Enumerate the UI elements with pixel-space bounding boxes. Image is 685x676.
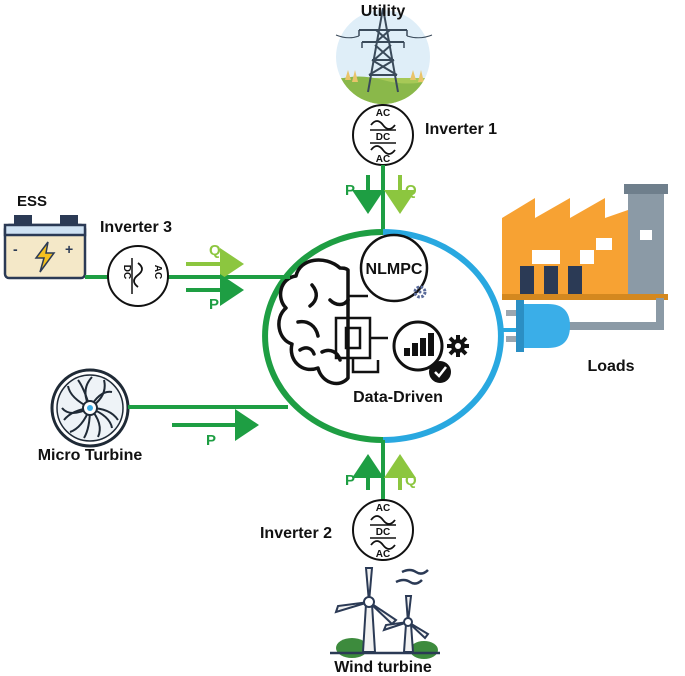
brain-icon [277,258,350,386]
inverter-1-label: Inverter 1 [425,121,497,138]
q-label-inverter-2: Q [405,472,417,489]
battery-plus: + [65,241,73,257]
p-label-inverter-1: P [345,182,355,199]
bus-ring-blue [382,229,504,443]
inverter-2-ac-bottom: AC [376,549,390,560]
p-label-inverter-3: P [209,296,219,313]
data-driven-label: Data-Driven [353,389,443,406]
utility-icon [335,7,433,104]
inverter-1-ac-top: AC [376,108,390,119]
inverter-2-dc: DC [376,527,390,538]
utility-label: Utility [361,3,406,20]
ess-label: ESS [17,193,47,210]
micro-turbine-label: Micro Turbine [38,447,143,464]
q-label-inverter-3: Q [209,242,221,259]
p-label-micro-turbine: P [206,432,216,449]
loads-label: Loads [587,358,634,375]
q-label-inverter-1: Q [405,182,417,199]
inverter-3-icon: DC AC [107,245,169,307]
inverter-2-icon: AC DC AC [352,499,414,561]
p-label-inverter-2: P [345,472,355,489]
inverter-1-ac-bottom: AC [376,154,390,165]
battery-icon: - + [3,215,87,280]
micro-turbine-icon [50,368,130,448]
plug-icon [506,300,570,352]
circuit-connector [334,294,388,374]
bus-ring-green [262,229,384,443]
nlmpc-label: NLMPC [366,261,423,278]
nlmpc-gear-icon [413,285,427,299]
inverter-3-dc: DC [121,265,132,279]
wind-turbine-icon [330,567,440,659]
battery-minus: - [13,241,18,257]
inverter-2-label: Inverter 2 [260,525,332,542]
inverter-3-label: Inverter 3 [100,219,172,236]
loads-cable [560,298,664,330]
inverter-1-icon: AC DC AC [352,104,414,166]
nlmpc-bubble [359,233,429,303]
gear-icon [447,335,469,357]
inverter-3-ac: AC [152,265,163,279]
inverter-1-dc: DC [376,132,390,143]
inverter-2-ac-top: AC [376,503,390,514]
data-driven-icon [392,320,451,383]
factory-icon [502,184,668,300]
wind-turbine-label: Wind turbine [334,659,432,676]
